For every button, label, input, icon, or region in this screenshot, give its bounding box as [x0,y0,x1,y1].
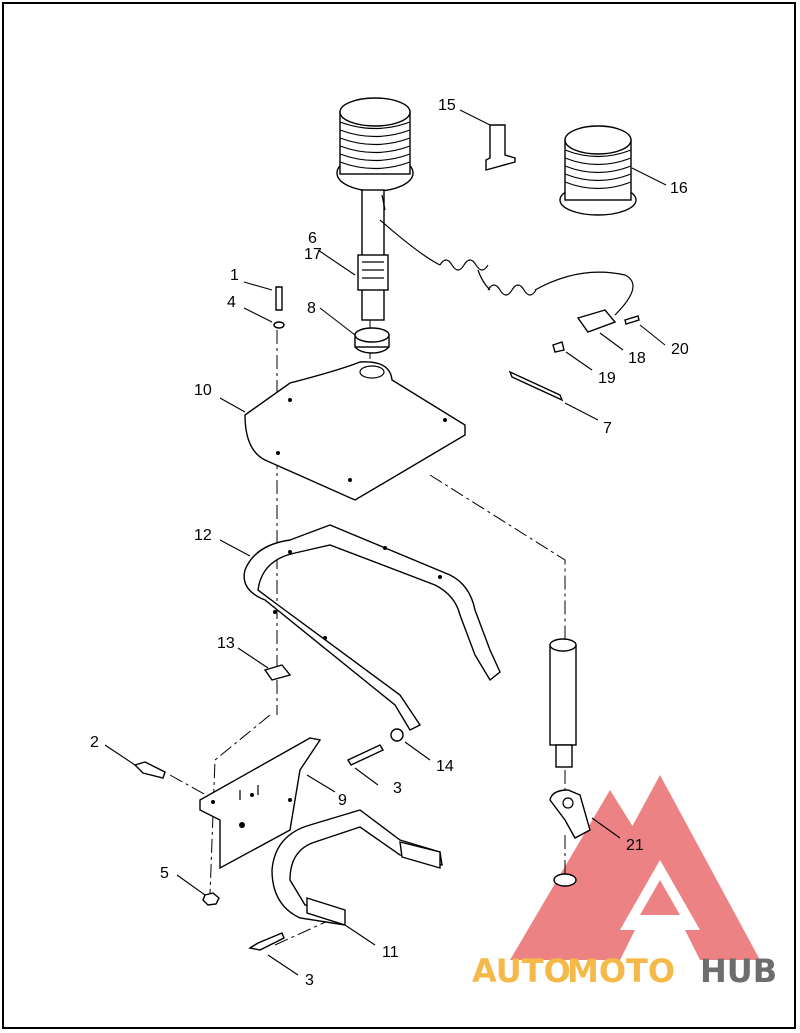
callout-16: 16 [670,180,688,197]
callout-6: 6 [308,230,317,247]
clamp-15 [485,124,516,171]
watermark-auto: AUTO [472,952,571,990]
callout-5: 5 [160,865,169,882]
upper-frame [243,524,501,731]
beacon-lens [559,125,637,216]
pin-20 [624,315,640,325]
callout-2: 2 [90,734,99,751]
washer-4 [273,321,285,329]
callout-15: 15 [438,97,456,114]
watermark-hub: HUB [700,952,777,990]
cable-tie-7 [508,370,564,402]
bolt-2 [133,761,166,779]
callout-10: 10 [194,382,212,399]
callout-7: 7 [603,420,612,437]
grommet [354,327,390,354]
coil-cord [439,259,634,316]
callout-3-lower: 3 [305,972,314,989]
bolt-3-lower [248,932,285,951]
callout-9: 9 [338,792,347,809]
screw-1 [275,286,283,311]
watermark-text: AUTO MOTO HUB [472,952,777,990]
callout-18: 18 [628,350,646,367]
callout-11: 11 [382,944,399,961]
callout-13: 13 [217,635,235,652]
pole-base-bracket [549,789,591,887]
connector-18 [576,309,617,333]
callout-labels: 1 2 3 3 4 5 6 7 8 9 10 11 12 13 14 15 16… [90,97,689,989]
callout-14: 14 [436,758,454,775]
clip [263,664,292,681]
terminal-19 [552,341,565,353]
callout-20: 20 [671,341,689,358]
lower-pole [549,638,577,768]
callout-8: 8 [307,300,316,317]
callout-17: 17 [304,246,322,263]
callout-12: 12 [194,527,212,544]
watermark-logo [510,775,760,960]
mounting-plate [244,361,466,501]
watermark-moto: MOTO [567,952,675,990]
callout-1: 1 [230,267,239,284]
lower-frame [271,809,443,926]
leader-lines [104,109,667,976]
beacon-assembly [336,97,441,321]
side-bracket [199,737,322,870]
callout-4: 4 [227,294,236,311]
callout-3-upper: 3 [393,780,402,797]
spacer-and-bolt [347,728,404,766]
callout-19: 19 [598,370,616,387]
nut-5 [202,892,220,906]
callout-21: 21 [626,837,644,854]
